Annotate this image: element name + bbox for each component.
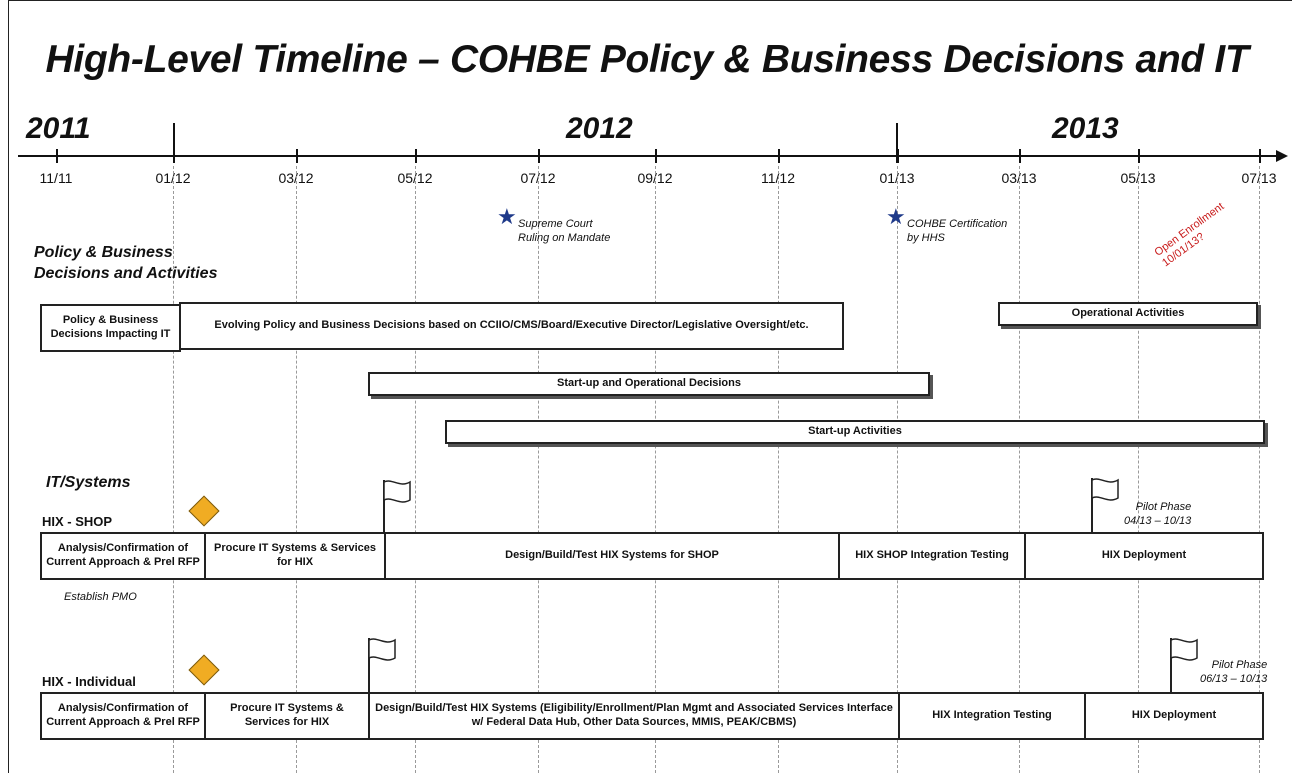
axis-tick [778, 149, 780, 163]
axis-tick-label: 11/11 [39, 170, 73, 186]
month-gridline [778, 166, 779, 773]
individual-integration-segment: HIX Integration Testing [900, 694, 1086, 738]
axis-tick [1259, 149, 1261, 163]
policy-impacting-it-box: Policy & Business Decisions Impacting IT [40, 304, 181, 352]
shop-pilot-note: Pilot Phase 04/13 – 10/13 [1124, 501, 1192, 528]
year-2013: 2013 [1052, 112, 1119, 145]
axis-tick [1019, 149, 1021, 163]
axis-tick-label: 05/12 [397, 170, 433, 186]
evolving-policy-box: Evolving Policy and Business Decisions b… [179, 302, 844, 350]
month-gridline [1259, 166, 1260, 773]
axis-tick-label: 01/12 [155, 170, 191, 186]
year-2011: 2011 [26, 112, 91, 145]
individual-procure-segment: Procure IT Systems & Services for HIX [206, 694, 370, 738]
individual-deployment-segment: HIX Deployment [1131, 709, 1217, 722]
individual-row-label: HIX - Individual [42, 674, 136, 689]
axis-tick [897, 149, 899, 163]
shop-flag-icon [383, 480, 411, 534]
axis-tick [655, 149, 657, 163]
shop-row: Analysis/Confirmation of Current Approac… [40, 532, 1264, 580]
certification-note: COHBE Certification by HHS [907, 218, 1008, 245]
axis-tick [296, 149, 298, 163]
supreme-court-star-icon: ★ [497, 204, 517, 229]
month-gridline [1138, 166, 1139, 773]
year-divider-2013 [896, 123, 898, 163]
diagram-frame [8, 0, 1292, 773]
certification-star-icon: ★ [886, 204, 906, 229]
month-gridline [897, 166, 898, 773]
individual-design-segment: Design/Build/Test HIX Systems (Eligibili… [370, 694, 900, 738]
axis-tick-label: 09/12 [637, 170, 673, 186]
shop-pilot-flag-icon [1091, 478, 1119, 532]
shop-row-label: HIX - SHOP [42, 514, 113, 529]
individual-pilot-flag-icon [1170, 638, 1198, 692]
individual-row: Analysis/Confirmation of Current Approac… [40, 692, 1264, 740]
year-2012: 2012 [566, 112, 633, 145]
axis-tick [415, 149, 417, 163]
month-gridline [538, 166, 539, 773]
individual-pilot-note: Pilot Phase 06/13 – 10/13 [1200, 659, 1268, 686]
shop-integration-segment: HIX SHOP Integration Testing [840, 534, 1026, 578]
shop-procure-segment: Procure IT Systems & Services for HIX [206, 534, 386, 578]
page-title: High-Level Timeline – COHBE Policy & Bus… [45, 38, 1249, 81]
axis-tick-label: 07/12 [520, 170, 556, 186]
individual-analysis-segment: Analysis/Confirmation of Current Approac… [42, 694, 206, 738]
year-divider-2012 [173, 123, 175, 163]
supreme-court-note: Supreme Court Ruling on Mandate [518, 218, 611, 245]
axis-tick [56, 149, 58, 163]
axis-tick [538, 149, 540, 163]
axis-tick-label: 03/12 [278, 170, 314, 186]
axis-tick-label: 03/13 [1001, 170, 1037, 186]
month-gridline [296, 166, 297, 773]
month-gridline [1019, 166, 1020, 773]
establish-pmo-note: Establish PMO [64, 591, 137, 603]
axis-tick-label: 01/13 [879, 170, 915, 186]
it-section-label: IT/Systems [46, 474, 131, 491]
individual-flag-icon [368, 638, 396, 692]
operational-activities-box: Operational Activities [998, 302, 1258, 326]
shop-design-segment: Design/Build/Test HIX Systems for SHOP [386, 534, 840, 578]
startup-activities-box: Start-up Activities [445, 420, 1265, 444]
startup-operational-decisions-box: Start-up and Operational Decisions [368, 372, 930, 396]
month-gridline [655, 166, 656, 773]
axis-tick [173, 149, 175, 163]
month-gridline [415, 166, 416, 773]
axis-tick [1138, 149, 1140, 163]
timeline-axis [18, 155, 1280, 157]
axis-arrow [1276, 150, 1288, 162]
axis-tick-label: 07/13 [1241, 170, 1277, 186]
shop-analysis-segment: Analysis/Confirmation of Current Approac… [42, 534, 206, 578]
axis-tick-label: 05/13 [1120, 170, 1156, 186]
month-gridline [173, 166, 174, 773]
policy-section-label: Policy & Business Decisions and Activiti… [34, 244, 218, 282]
shop-deployment-segment: HIX Deployment [1101, 549, 1187, 562]
